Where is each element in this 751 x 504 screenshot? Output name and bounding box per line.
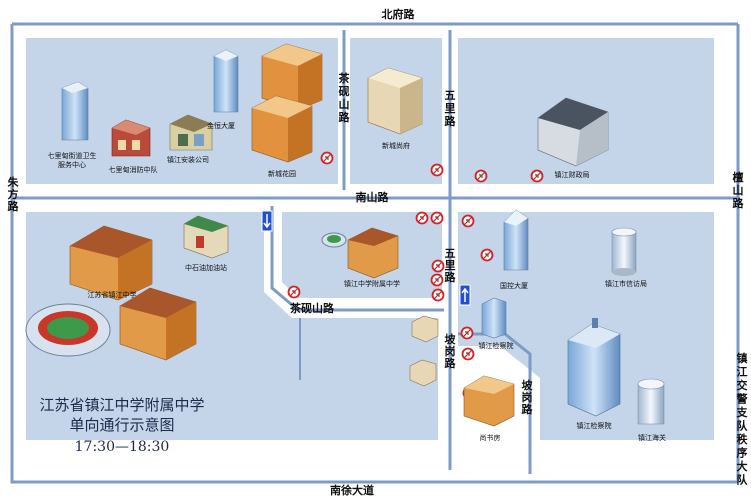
building-procuratorate (567, 318, 621, 417)
map-title: 江苏省镇江中学附属中学 单向通行示意图 17:30—18:30 (39, 396, 204, 455)
traffic-sign-9 (431, 259, 445, 273)
title-line-3: 17:30—18:30 (75, 439, 170, 455)
road-east: 檀山路 (733, 170, 745, 210)
title-line-2: 单向通行示意图 (69, 416, 174, 434)
building-fushu-middle (321, 227, 399, 279)
side-label: 镇江交警支队秩序大队 (736, 351, 749, 487)
traffic-sign-3 (474, 169, 488, 183)
one-way-arrows (261, 210, 471, 306)
label-procuratorate-small: 镇江检察院 (479, 341, 514, 350)
lane-pogang (458, 332, 532, 474)
building-small-2 (409, 359, 437, 387)
road-wuli-mid: 五里路 (445, 247, 457, 284)
label-xincheng-garden: 新城花园 (268, 169, 296, 178)
traffic-sign-7 (461, 214, 475, 228)
building-anzhuang (169, 114, 213, 151)
building-guokong (503, 209, 529, 271)
traffic-sign-8 (480, 248, 494, 262)
lane-west-south (10, 24, 738, 484)
traffic-sign-14 (461, 347, 475, 361)
label-procuratorate: 镇江检察院 (577, 421, 612, 430)
building-qili-center (61, 81, 89, 141)
building-customs (637, 378, 665, 425)
road-pogang-b: 坡岗路 (522, 378, 534, 416)
buildings (25, 43, 665, 427)
building-shangshu (463, 375, 515, 427)
traffic-sign-10 (430, 273, 444, 287)
traffic-sign-13 (460, 326, 474, 340)
traffic-sign-11 (431, 288, 445, 302)
road-wuli-top: 五里路 (445, 89, 457, 128)
road-middle: 南山路 (356, 190, 390, 204)
label-finance: 镇江财政局 (555, 170, 590, 179)
building-zhongshi (183, 215, 229, 259)
traffic-sign-4 (530, 169, 544, 183)
road-chayan-v: 茶砚山路 (338, 71, 351, 124)
road-south: 南徐大道 (330, 483, 374, 497)
label-shangshu: 尚书房 (480, 433, 501, 442)
building-school-stadium (25, 303, 111, 357)
label-xinfang: 镇江市信访局 (605, 279, 647, 288)
building-xincheng-shangfu (367, 67, 423, 135)
traffic-sign-2 (430, 163, 444, 177)
building-jinheng (213, 49, 239, 113)
label-qili-center-1: 七里甸街道卫生服务中心 (48, 151, 97, 169)
label-jinheng: 金恒大厦 (207, 121, 235, 130)
traffic-sign-6 (430, 211, 444, 225)
one-way-arrow-down (261, 210, 273, 232)
road-pogang-a: 坡岗路 (445, 332, 457, 370)
building-xincheng-garden (251, 95, 313, 163)
label-qili-fire: 七里甸消防中队 (109, 165, 158, 174)
building-finance (537, 97, 609, 167)
traffic-sign-1 (320, 151, 334, 165)
one-way-arrow-up (459, 284, 471, 306)
building-procuratorate-small (481, 297, 507, 339)
lane-lines (10, 22, 740, 484)
building-xincheng-top (261, 43, 323, 111)
traffic-sign-12 (287, 285, 301, 299)
building-qili-fire (111, 119, 151, 157)
label-customs: 镇江海关 (638, 433, 666, 442)
building-labels: 七里甸街道卫生服务中心 七里甸消防中队 镇江安装公司 金恒大厦 新城花园 新城尚… (48, 121, 667, 442)
label-anzhuang: 镇江安装公司 (167, 155, 209, 164)
label-zhongshi: 中石油加油站 (185, 263, 227, 272)
traffic-sign-5 (415, 211, 429, 225)
label-fushu-middle: 镇江中学附属中学 (344, 279, 400, 288)
building-xinfang (611, 227, 637, 276)
road-chayan-h: 茶砚山路 (289, 301, 335, 315)
label-guokong: 国控大厦 (500, 281, 528, 290)
road-north: 北府路 (382, 7, 416, 21)
road-labels: 北府路 南山路 南徐大道 茶砚山路 (289, 7, 415, 497)
building-small-1 (411, 315, 439, 343)
label-school: 江苏省镇江中学 (88, 290, 137, 299)
label-xincheng-shangfu: 新城尚府 (382, 141, 410, 150)
lane-chayan-h (270, 206, 444, 312)
road-west: 朱方路 (7, 175, 20, 213)
building-school-main (69, 225, 153, 301)
building-school-second (119, 287, 197, 361)
title-line-1: 江苏省镇江中学附属中学 (39, 396, 204, 414)
